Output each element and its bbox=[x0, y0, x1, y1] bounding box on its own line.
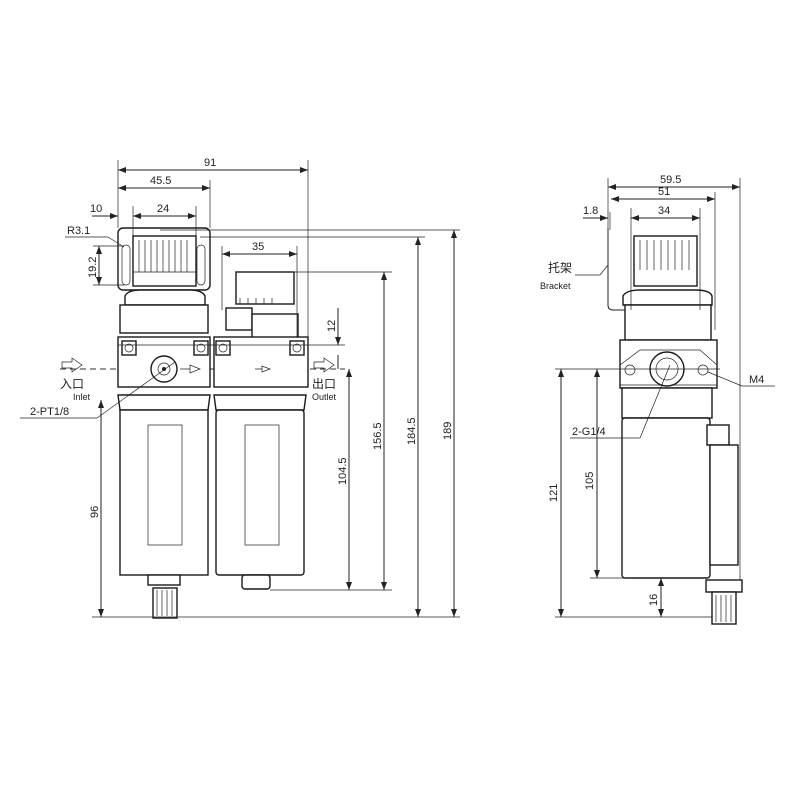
dim-104-5: 104.5 bbox=[337, 457, 349, 485]
regulator-bowl bbox=[119, 409, 209, 576]
flow-arrow-icon bbox=[255, 365, 271, 373]
filter-sight-window bbox=[244, 424, 280, 546]
regulator-upper-body bbox=[119, 304, 209, 334]
dim-105: 105 bbox=[584, 472, 596, 490]
dim-156-5: 156.5 bbox=[372, 422, 384, 450]
filter-bowl bbox=[215, 409, 305, 576]
outlet-arrow-icon bbox=[313, 357, 335, 373]
side-upper-body bbox=[624, 304, 712, 341]
dim-24: 24 bbox=[157, 203, 169, 215]
dim-34: 34 bbox=[658, 205, 670, 217]
drain-nut bbox=[147, 574, 181, 586]
port-thread-label: 2-PT1/8 bbox=[30, 406, 69, 418]
dim-16: 16 bbox=[648, 594, 660, 606]
gauge-block bbox=[225, 307, 253, 331]
sight-window bbox=[147, 424, 183, 546]
side-knob bbox=[633, 235, 698, 287]
dim-35: 35 bbox=[252, 241, 264, 253]
filter-drain bbox=[241, 574, 271, 590]
knob-ribs bbox=[133, 240, 196, 273]
adjust-knob bbox=[132, 235, 197, 287]
side-bowl bbox=[621, 417, 711, 579]
regulator-unit bbox=[117, 227, 211, 619]
inlet-arrow-icon bbox=[61, 357, 83, 373]
dim-189: 189 bbox=[442, 422, 454, 440]
side-view: 59.5 51 34 1.8 托架 Bracket M4 2-G1/4 121 … bbox=[540, 174, 775, 625]
side-port-label: 2-G1/4 bbox=[572, 426, 606, 438]
dim-r3-1: R3.1 bbox=[67, 225, 90, 237]
inlet-label-cn: 入口 bbox=[60, 377, 84, 391]
front-view: 入口 Inlet 出口 Outlet 2-PT1/8 bbox=[20, 157, 460, 619]
mount-hole-right bbox=[193, 340, 209, 356]
bracket-label-cn: 托架 bbox=[548, 261, 572, 275]
dim-91: 91 bbox=[204, 157, 216, 169]
outlet-label-en: Outlet bbox=[312, 392, 337, 402]
bowl-collar bbox=[117, 394, 211, 411]
mount-hole-left bbox=[121, 340, 137, 356]
dim-1-8: 1.8 bbox=[583, 205, 598, 217]
inlet-label-en: Inlet bbox=[73, 392, 91, 402]
dim-19-2: 19.2 bbox=[87, 257, 99, 278]
dim-184-5: 184.5 bbox=[406, 417, 418, 445]
bonnet bbox=[124, 289, 206, 306]
flow-arrow-icon bbox=[180, 364, 201, 374]
dim-12: 12 bbox=[326, 320, 338, 332]
pressure-gauge bbox=[235, 271, 295, 305]
side-gauge-nub bbox=[706, 424, 730, 446]
side-drain-valve bbox=[711, 591, 737, 625]
bracket-label-en: Bracket bbox=[540, 281, 571, 291]
side-drain-nut bbox=[705, 579, 743, 593]
mount-hole-label: M4 bbox=[749, 374, 764, 386]
dim-59-5: 59.5 bbox=[660, 174, 681, 186]
drain-valve bbox=[152, 587, 178, 619]
side-hole-left bbox=[624, 364, 636, 376]
side-sight-tube bbox=[709, 444, 739, 566]
side-dimension-lines bbox=[555, 178, 775, 618]
filter-hole-left bbox=[215, 340, 231, 356]
dim-51: 51 bbox=[658, 186, 670, 198]
dim-45-5: 45.5 bbox=[150, 175, 171, 187]
bracket bbox=[607, 228, 626, 311]
bracket-slot-left bbox=[121, 244, 131, 286]
side-hole-right bbox=[697, 364, 709, 376]
filter-unit bbox=[213, 271, 309, 590]
dim-10: 10 bbox=[90, 203, 102, 215]
outlet-label-cn: 出口 bbox=[312, 377, 336, 391]
side-bonnet bbox=[622, 289, 713, 306]
filter-hole-right bbox=[289, 340, 305, 356]
bracket-slot-right bbox=[196, 244, 206, 286]
dim-121: 121 bbox=[548, 484, 560, 502]
dim-96: 96 bbox=[89, 506, 101, 518]
side-lower-body bbox=[621, 387, 713, 419]
filter-collar bbox=[213, 394, 307, 411]
dimension-lines bbox=[65, 160, 460, 618]
